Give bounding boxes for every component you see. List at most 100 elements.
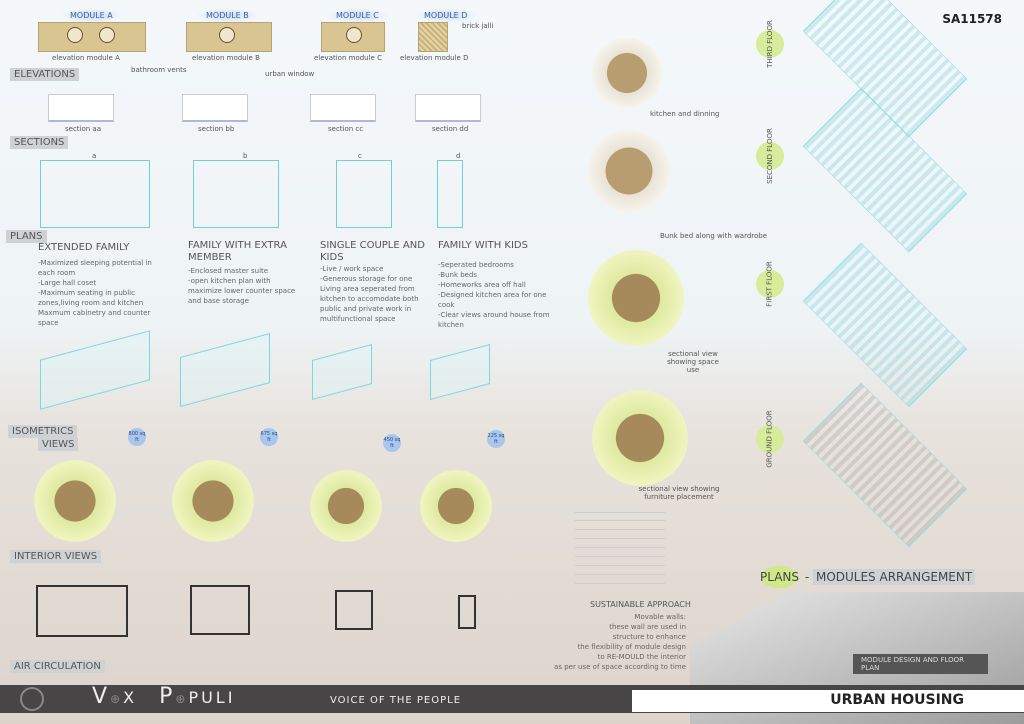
brick-jalli-note: brick jalli [462,22,494,30]
sectional-space-view [588,250,684,346]
section-caption-dd: section dd [432,125,469,133]
floor-label-text: GROUND FLOOR [766,410,774,468]
logo-window-icon [20,687,44,711]
desc-line: -Seperated bedrooms [438,261,514,269]
air-circulation-tag: AIR CIRCULATION [10,660,105,673]
elevation-module-b [186,22,272,52]
brand-name: V⊕X P⊕PULI [92,684,235,709]
area-badge-d: 225 sq ft [487,430,505,448]
area-badge-a: 800 sq ft [128,428,146,446]
third-floor-label: THIRD FLOOR [756,20,784,68]
elevation-caption-a: elevation module A [52,54,120,62]
plans-tag: PLANS [6,230,47,243]
module-design-caption: MODULE DESIGN AND FLOOR PLAN [853,654,988,674]
module-d-title: FAMILY WITH KIDS [438,240,528,251]
brand-letter: PULI [188,688,236,707]
air-circulation-c [335,590,373,630]
text-line: the flexibility of module design [577,643,686,651]
section-caption-bb: section bb [198,125,235,133]
interior-view-a [34,460,116,542]
text-line: Movable walls: [634,613,686,621]
area-badge-b: 675 sq ft [260,428,278,446]
cut-b: b [243,152,248,160]
desc-line: -Designed kitchen area for one cook [438,291,547,309]
elevation-caption-c: elevation module C [314,54,382,62]
text-line: to RE-MOULD the interior [597,653,686,661]
desc-line: -Maximized sleeping potential in each ro… [38,259,152,277]
kitchen-dining-view [592,38,662,108]
module-b-label: MODULE B [196,8,259,23]
sectional-furniture-view [592,390,688,486]
sectional-space-caption: sectional view showing space use [667,350,719,374]
sustainable-title: SUSTAINABLE APPROACH [590,600,691,609]
separator: - [801,570,813,584]
desc-line: -open kitchen plan with maximize lower c… [188,277,296,305]
text-line: structure to enhance [612,633,686,641]
plan-a [40,160,150,228]
air-circulation-a [36,585,128,637]
module-b-description: FAMILY WITH EXTRA MEMBER -Enclosed maste… [188,240,298,306]
plan-c [336,160,392,228]
kitchen-dining-caption: kitchen and dinning [650,110,720,118]
sustainable-text: Movable walls: these wall are used in st… [540,612,686,672]
plan-d [437,160,463,228]
second-floor-label: SECOND FLOOR [756,128,784,184]
elevation-module-d [418,22,448,52]
cut-d: d [456,152,461,160]
desc-line: -Enclosed master suite [188,267,269,275]
cut-c: c [358,152,362,160]
section-bb [182,94,248,122]
section-caption-aa: section aa [65,125,102,133]
bathroom-vents-note: bathroom vents [131,66,187,74]
module-d-description: FAMILY WITH KIDS -Seperated bedrooms -Bu… [438,240,558,330]
isometric-d [430,343,490,401]
module-a-label: MODULE A [60,8,123,23]
floor-label-text: THIRD FLOOR [766,20,774,68]
interior-view-b [172,460,254,542]
isometric-a [40,330,150,410]
elevation-caption-b: elevation module B [192,54,260,62]
module-d-label: MODULE D [414,8,478,23]
urban-window-note: urban window [265,70,315,78]
desc-line: Living area seperated from kitchen to ac… [320,285,419,323]
elevation-module-a [38,22,146,52]
section-dd [415,94,481,122]
module-c-label: MODULE C [326,8,389,23]
brand-o-icon: ⊕ [110,692,124,706]
elevation-module-c [321,22,385,52]
first-floor-plan [802,242,968,408]
brand-letter: V [92,684,111,709]
interior-views-tag: INTERIOR VIEWS [10,550,102,563]
isometric-b [180,332,270,408]
isometric-c [312,343,372,401]
desc-line: -Maximum seating in public zones,living … [38,289,144,307]
air-circulation-d [458,595,476,629]
desc-line: -Clear views around house from kitchen [438,311,550,329]
module-a-title: EXTENDED FAMILY [38,242,130,253]
sheet-id: SA11578 [942,12,1002,26]
movable-wall-sketch [575,512,665,592]
module-b-title: FAMILY WITH EXTRA MEMBER [188,240,287,263]
sectional-furniture-caption: sectional view showing furniture placeme… [638,485,720,501]
desc-line: -Large hall coset [38,279,97,287]
desc-line: -Live / work space [320,265,384,273]
ground-floor-label: GROUND FLOOR [756,410,784,468]
bunk-bed-caption: Bunk bed along with wardrobe [660,232,768,240]
isometrics-tag: ISOMETRICS [8,425,78,438]
first-floor-label: FIRST FLOOR [756,261,784,307]
modules-arrangement-word: MODULES ARRANGEMENT [812,569,976,585]
module-a-description: EXTENDED FAMILY -Maximized sleeping pote… [38,242,168,328]
module-c-description: SINGLE COUPLE AND KIDS -Live / work spac… [320,240,428,324]
interior-view-c [310,470,382,542]
text-line: as per use of space according to time [554,663,686,671]
elevation-caption-d: elevation module D [400,54,469,62]
area-badge-c: 450 sq ft [383,434,401,452]
elevations-tag: ELEVATIONS [10,68,80,81]
plans-modules-heading: PLANS - MODULES ARRANGEMENT [758,564,976,590]
brand-letter: P [159,684,176,709]
cut-a: a [92,152,97,160]
views-tag: VIEWS [38,438,79,451]
bunk-bed-view [588,130,670,212]
section-caption-cc: section cc [328,125,364,133]
module-c-title: SINGLE COUPLE AND KIDS [320,240,425,263]
